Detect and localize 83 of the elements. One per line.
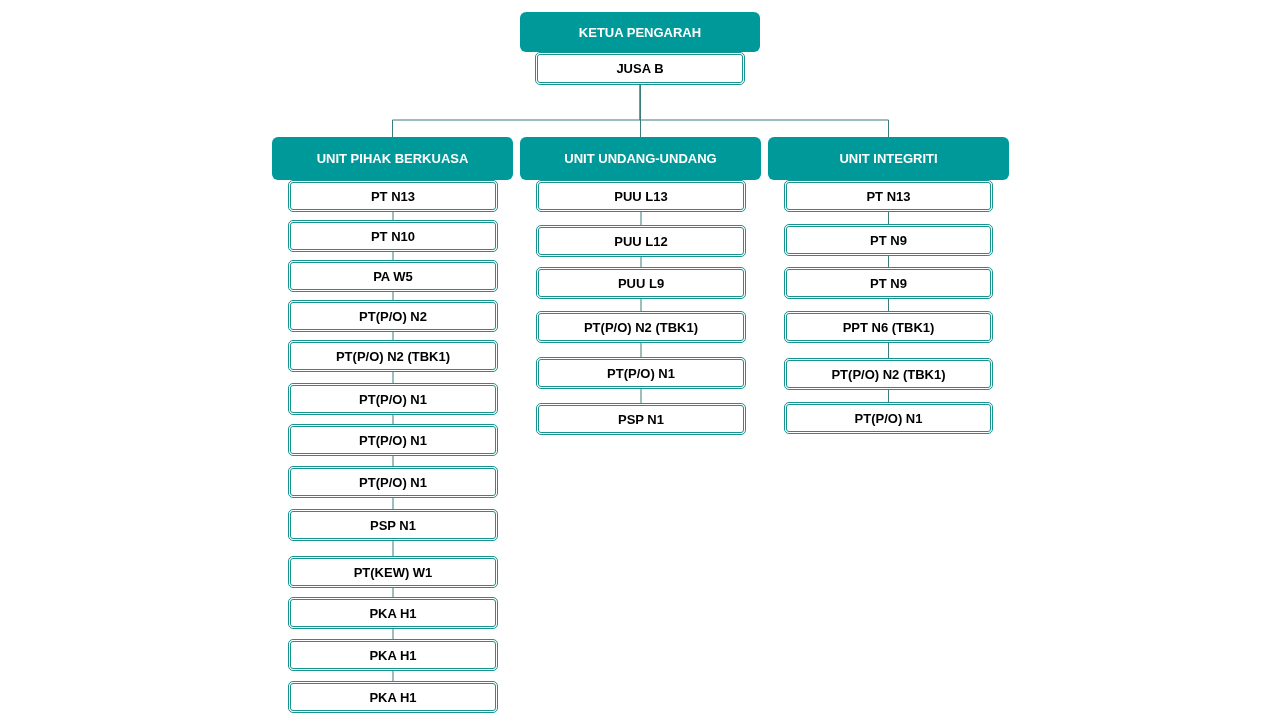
position-box (536, 403, 746, 435)
position-label: PKA H1 (369, 605, 417, 621)
position-label: PSP N1 (618, 411, 664, 427)
position-label: PT N9 (870, 232, 907, 248)
position-box (288, 681, 498, 713)
position-box (536, 267, 746, 299)
connector-line (640, 211, 642, 226)
position-label: PT N13 (866, 188, 911, 204)
connector-line (640, 342, 642, 358)
connector-line (640, 388, 642, 404)
position-box (536, 357, 746, 389)
connector-line (392, 670, 394, 682)
position-box (784, 402, 993, 434)
connector-line (392, 291, 394, 301)
position-label: PKA H1 (369, 647, 417, 663)
position-label: PUU L12 (614, 233, 668, 249)
position-box (288, 509, 498, 541)
position-label: PSP N1 (370, 517, 416, 533)
position-box (288, 340, 498, 372)
connector-line (392, 540, 394, 557)
position-box (288, 466, 498, 498)
connector-line (888, 211, 889, 225)
position-box (784, 267, 993, 299)
position-box (536, 180, 746, 212)
position-label: PUU L13 (614, 188, 668, 204)
position-label: PT(P/O) N2 (TBK1) (335, 348, 451, 364)
unit-header (272, 137, 513, 180)
position-box (288, 300, 498, 332)
position-label: PT N10 (370, 228, 416, 244)
position-label: PT(P/O) N2 (TBK1) (583, 319, 699, 335)
connector-line (392, 211, 394, 221)
position-label: UNIT INTEGRITI (839, 151, 938, 166)
connector-line (888, 298, 889, 312)
connector-line (392, 628, 394, 640)
position-box (535, 52, 745, 85)
connector-line (888, 389, 889, 403)
position-box (288, 556, 498, 588)
unit-header (768, 137, 1009, 180)
position-label: PKA H1 (369, 689, 417, 705)
connector-line (392, 251, 394, 261)
position-box (784, 224, 993, 256)
position-box (288, 220, 498, 252)
connector-line (888, 255, 889, 268)
position-label: PT N13 (370, 188, 416, 204)
unit-header (520, 12, 760, 52)
position-box (784, 311, 993, 343)
connector-line (392, 371, 394, 384)
connector-line (392, 497, 394, 510)
position-box (536, 311, 746, 343)
position-label: PT(P/O) N1 (359, 391, 427, 407)
position-label: KETUA PENGARAH (578, 24, 702, 40)
position-box (288, 639, 498, 671)
position-label: PA W5 (373, 268, 413, 284)
position-box (288, 597, 498, 629)
position-box (288, 383, 498, 415)
connector-line (392, 587, 394, 598)
position-label: JUSA B (616, 61, 664, 76)
position-box (784, 358, 993, 390)
connector-line (392, 331, 394, 341)
position-label: PT(P/O) N1 (607, 365, 675, 381)
position-label: PT N9 (870, 275, 907, 291)
connector-line (640, 256, 642, 268)
position-label: PT(KEW) W1 (353, 564, 433, 580)
unit-header (520, 137, 761, 180)
position-label: PUU L9 (617, 275, 665, 291)
position-box (536, 225, 746, 257)
position-label: PT(P/O) N1 (854, 410, 923, 426)
connector-line (640, 298, 642, 312)
position-box (288, 180, 498, 212)
position-label: UNIT PIHAK BERKUASA (316, 151, 469, 166)
position-label: PT(P/O) N1 (359, 474, 427, 490)
connector-line (392, 414, 394, 425)
position-box (288, 424, 498, 456)
connector-line (639, 84, 889, 138)
position-box (784, 180, 993, 212)
connector-line (888, 342, 889, 359)
position-label: PPT N6 (TBK1) (842, 319, 935, 335)
position-label: PT(P/O) N2 (TBK1) (831, 366, 946, 382)
position-label: PT(P/O) N1 (359, 432, 427, 448)
position-label: UNIT UNDANG-UNDANG (564, 151, 717, 166)
connector-line (392, 455, 394, 467)
position-box (288, 260, 498, 292)
position-label: PT(P/O) N2 (359, 308, 427, 324)
